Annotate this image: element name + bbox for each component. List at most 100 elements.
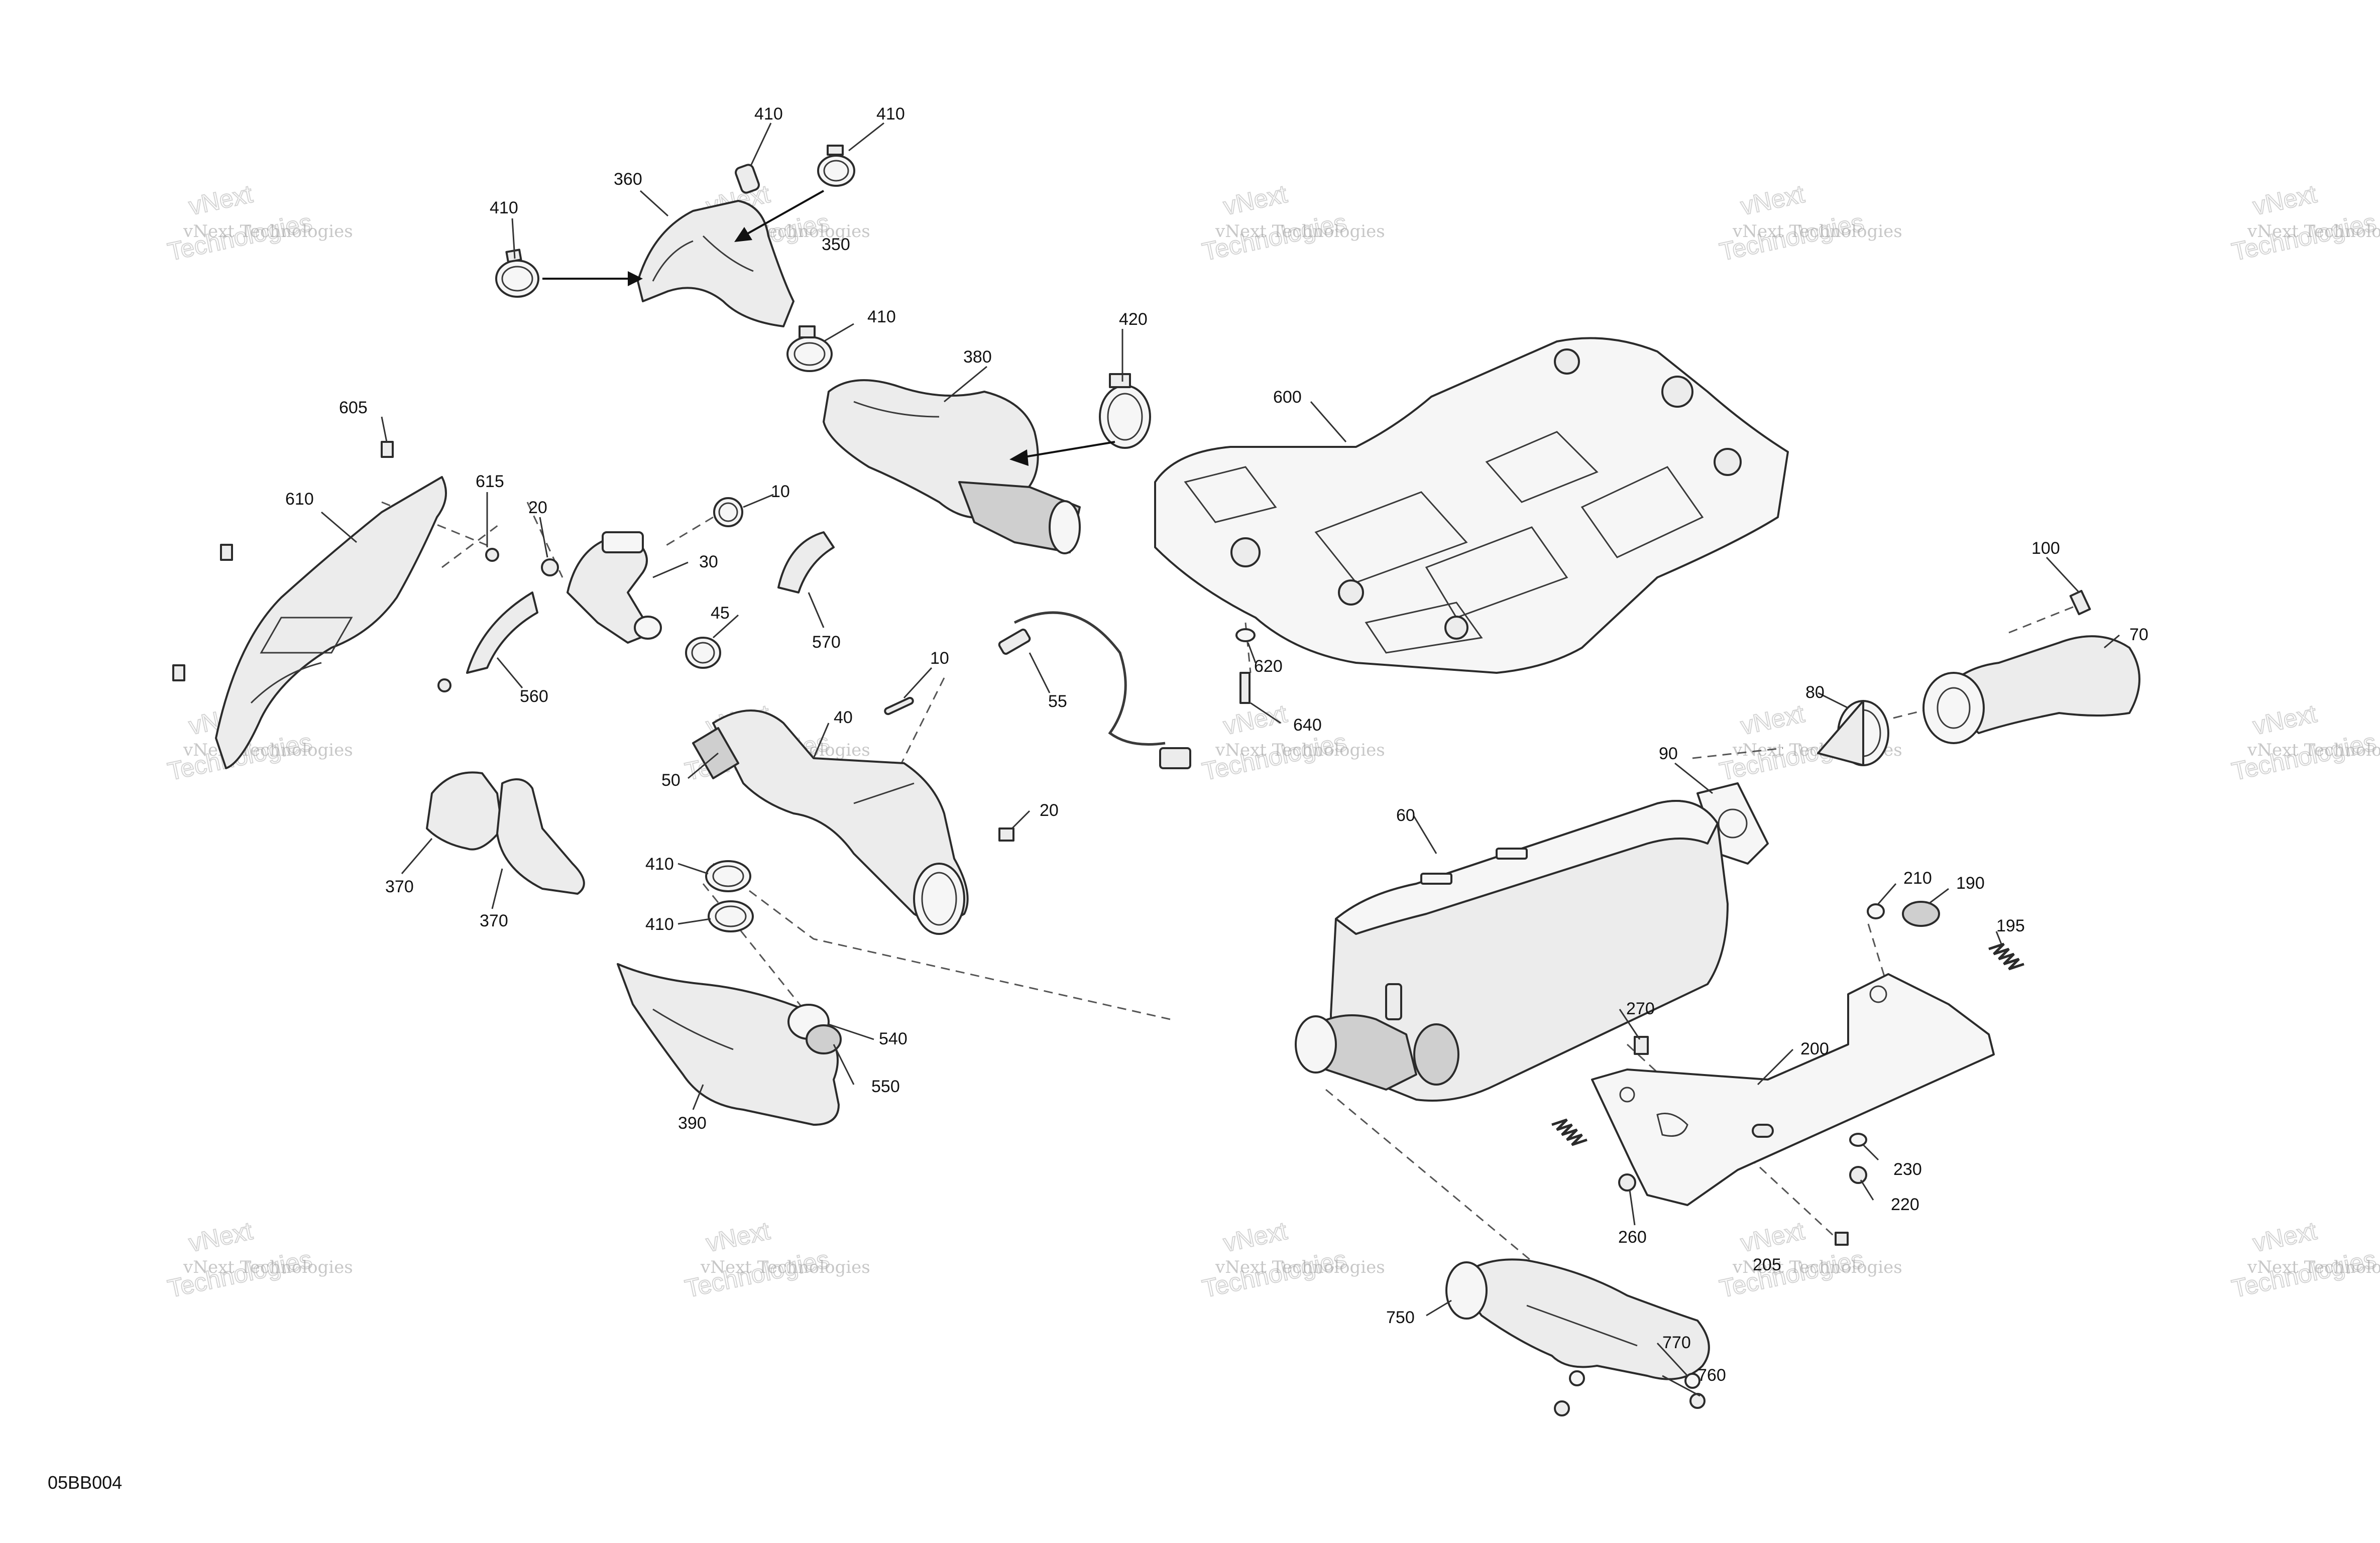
watermark-text: vNext Technologies xyxy=(183,1257,353,1277)
part-10-gasket xyxy=(713,497,743,527)
callout-label: 350 xyxy=(822,235,850,254)
svg-text:vNext: vNext xyxy=(186,180,255,220)
svg-text:vNext: vNext xyxy=(1738,180,1807,220)
part-360-heat-shield xyxy=(637,200,795,327)
watermark-text: vNext Technologies xyxy=(1215,221,1385,242)
part-55-oxygen-sensor xyxy=(998,611,1191,769)
callout-label: 100 xyxy=(2031,539,2060,558)
part-370-boot xyxy=(496,778,585,895)
part-200-muffler-bracket xyxy=(1591,973,1995,1206)
watermark-text: vNext Technologies xyxy=(1732,1257,1902,1277)
watermark: vNext Technologies xyxy=(1717,179,1867,267)
callout-label: 410 xyxy=(867,307,896,326)
part-70-tailpipe xyxy=(1922,635,2140,744)
part-770-washer xyxy=(1569,1370,1701,1389)
watermark: vNext Technologies xyxy=(2229,1216,2379,1303)
svg-text:vNext: vNext xyxy=(1738,699,1807,740)
part-750-tail-heat-shield xyxy=(1445,1258,1710,1380)
svg-text:vNext: vNext xyxy=(2250,180,2319,220)
part-615-nut xyxy=(437,548,499,692)
part-20-nut xyxy=(541,558,559,576)
callout-label: 200 xyxy=(1800,1039,1829,1058)
watermark: vNext Technologies xyxy=(165,179,315,267)
watermark: vNext Technologies xyxy=(2229,699,2379,786)
watermark: vNext Technologies xyxy=(1199,699,1349,786)
callout-label: 50 xyxy=(661,771,681,790)
watermark-text: vNext Technologies xyxy=(700,1257,870,1277)
callout-label: 20 xyxy=(528,498,547,517)
callout-label: 80 xyxy=(1805,683,1825,702)
callout-label: 750 xyxy=(1386,1308,1415,1327)
part-605-bolt xyxy=(172,441,394,681)
part-410-clamp xyxy=(735,164,760,194)
part-640-bolt xyxy=(1239,672,1251,704)
part-210-bushing xyxy=(1867,903,1885,919)
callout-label: 55 xyxy=(1048,692,1067,711)
callout-label: 540 xyxy=(879,1029,908,1048)
callout-label: 420 xyxy=(1119,310,1148,329)
part-760-bolt xyxy=(1554,1393,1706,1416)
callout-label: 20 xyxy=(1040,801,1059,820)
part-410-clamp xyxy=(786,325,833,372)
watermark: vNext Technologies xyxy=(165,1216,315,1303)
svg-text:vNext: vNext xyxy=(2250,699,2319,740)
part-50-clamp xyxy=(692,727,739,779)
callout-label: 370 xyxy=(480,911,508,930)
svg-text:vNext: vNext xyxy=(704,1217,772,1257)
part-620-washer xyxy=(1235,628,1256,642)
callout-label: 605 xyxy=(339,398,368,417)
watermark: vNext Technologies xyxy=(1199,179,1349,267)
callout-label: 270 xyxy=(1626,999,1655,1018)
part-380-resonator xyxy=(823,379,1081,554)
callout-label: 210 xyxy=(1903,869,1932,888)
part-45-gasket xyxy=(685,637,721,669)
callout-label: 410 xyxy=(645,855,674,874)
leader-lines xyxy=(321,122,2120,1397)
watermark-text: vNext Technologies xyxy=(1732,221,1902,242)
part-220-nut xyxy=(1849,1166,1867,1184)
part-270-bolt xyxy=(1634,1036,1649,1055)
part-100-bolt xyxy=(2069,589,2091,616)
part-420-clamp xyxy=(1099,373,1151,449)
callout-label: 615 xyxy=(476,472,504,491)
callout-label: 640 xyxy=(1293,716,1322,735)
svg-text:vNext: vNext xyxy=(2250,1217,2319,1257)
callout-label: 30 xyxy=(699,552,718,571)
callout-label: 60 xyxy=(1396,806,1415,825)
watermark: vNext Technologies xyxy=(2229,179,2379,267)
callout-label: 190 xyxy=(1956,874,1985,893)
callout-label: 360 xyxy=(614,170,642,189)
part-550-coupler xyxy=(806,1024,842,1054)
callout-label: 760 xyxy=(1697,1366,1726,1385)
callout-label: 220 xyxy=(1891,1195,1919,1214)
part-410-clamp xyxy=(817,145,855,187)
callout-label: 620 xyxy=(1254,657,1283,676)
part-570-heat-shield xyxy=(777,531,835,594)
part-390-intake-duct xyxy=(617,963,840,1126)
watermark-text: vNext Technologies xyxy=(183,740,353,760)
part-230-washer xyxy=(1849,1133,1867,1147)
watermark-text: vNext Technologies xyxy=(2247,1257,2380,1277)
part-30-exhaust-manifold xyxy=(566,531,662,644)
callout-label: 550 xyxy=(871,1077,900,1096)
callout-label: 45 xyxy=(711,604,730,623)
callout-label: 570 xyxy=(812,633,841,652)
callout-label: 410 xyxy=(645,915,674,934)
svg-text:vNext: vNext xyxy=(186,1217,255,1257)
figure-code: 05BB004 xyxy=(48,1472,122,1493)
part-10-gasket xyxy=(884,696,914,716)
part-260-spring xyxy=(1551,1118,1636,1192)
callout-label: 10 xyxy=(930,649,949,668)
callout-label: 10 xyxy=(771,482,790,501)
callout-label: 380 xyxy=(963,347,992,367)
watermark-text: vNext Technologies xyxy=(1215,1257,1385,1277)
part-80-sleeve xyxy=(1817,700,1889,766)
callout-label: 195 xyxy=(1996,916,2025,935)
watermark: vNext Technologies xyxy=(682,1216,832,1303)
part-60-muffler xyxy=(1295,800,1729,1102)
callout-label: 560 xyxy=(520,687,548,706)
callout-label: 70 xyxy=(2129,625,2148,644)
callout-label: 610 xyxy=(285,490,314,509)
part-20-nut xyxy=(998,827,1014,842)
